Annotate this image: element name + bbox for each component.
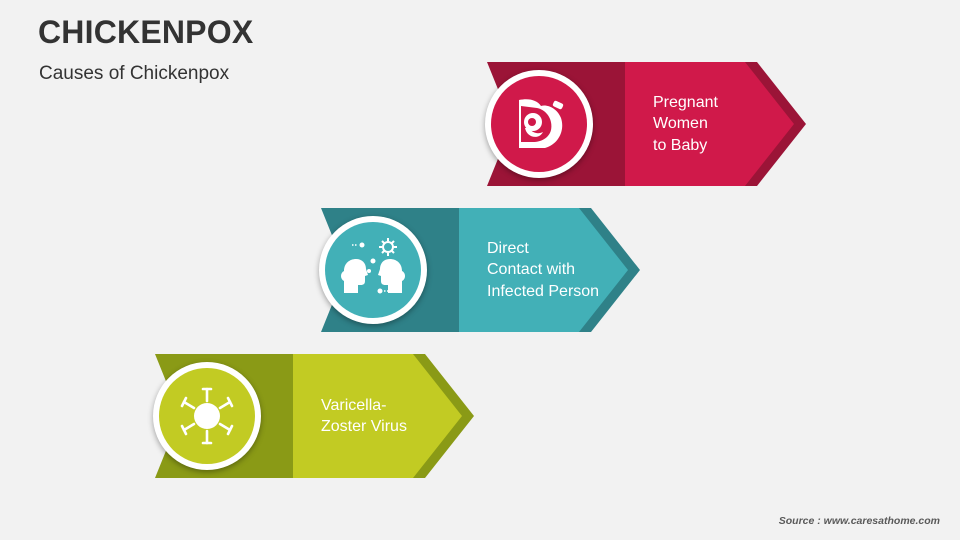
step-pregnant-women: Pregnant Women to Baby <box>485 62 807 186</box>
virus-icon <box>180 387 234 445</box>
contact-icon <box>341 238 405 294</box>
page-subtitle: Causes of Chickenpox <box>39 63 230 84</box>
icon-circle-fill <box>491 76 587 172</box>
step-label: Direct Contact with Infected Person <box>487 239 600 300</box>
pregnancy-icon <box>519 99 564 148</box>
source-credit: Source : www.caresathome.com <box>778 515 940 527</box>
icon-circle <box>153 362 261 470</box>
step-label: Varicella- Zoster Virus <box>321 396 407 436</box>
step-label: Pregnant Women to Baby <box>653 93 718 154</box>
arrow-shape <box>321 208 640 332</box>
page-title: CHICKENPOX <box>38 14 254 50</box>
step-varicella-zoster-virus: Varicella- Zoster Virus <box>153 354 475 478</box>
icon-circle-fill <box>325 222 421 318</box>
icon-circle <box>319 216 427 324</box>
icon-circle-fill <box>159 368 255 464</box>
step-direct-contact: Direct Contact with Infected Person <box>319 208 641 332</box>
icon-circle <box>485 70 593 178</box>
